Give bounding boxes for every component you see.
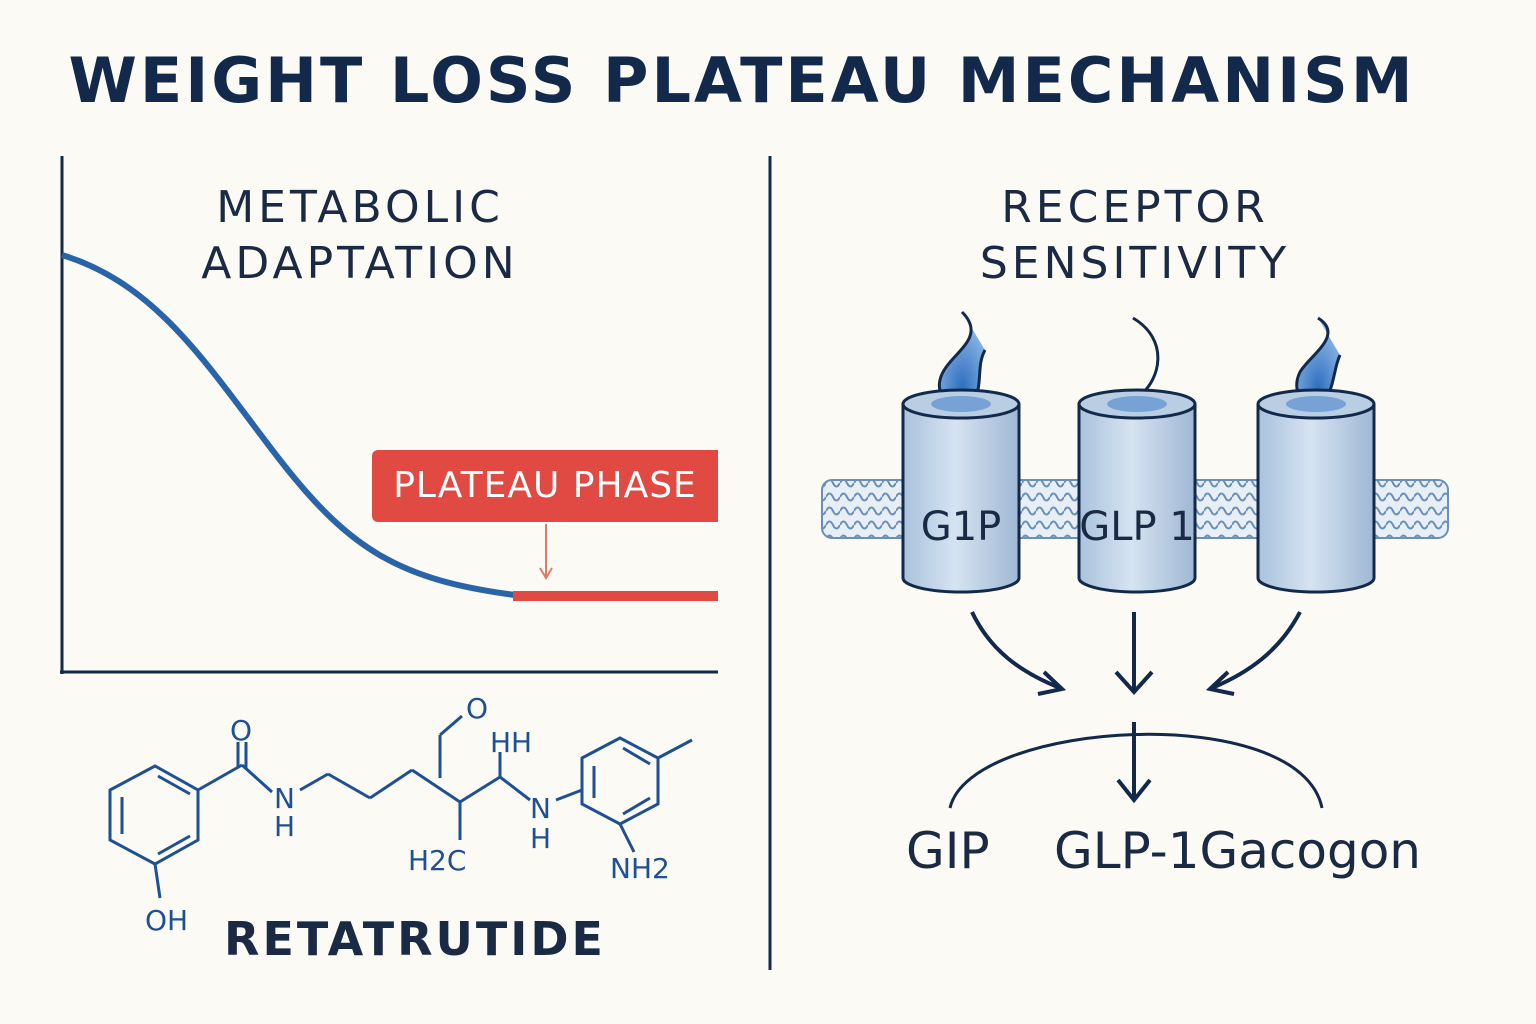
output-gip: GIP <box>906 822 990 880</box>
plateau-phase-label: PLATEAU PHASE <box>372 450 718 522</box>
atom-o-top: O <box>230 714 252 747</box>
right-heading-line2: SENSITIVITY <box>979 238 1291 289</box>
receptor-1 <box>901 310 1021 594</box>
atom-h-left: H <box>274 810 295 843</box>
weight-curve <box>61 252 516 598</box>
arrow-left <box>970 611 1061 690</box>
left-heading-line2: ADAPTATION <box>201 238 519 289</box>
receptor-2-label: GLP 1 <box>1079 504 1195 550</box>
arrow-right <box>1211 611 1302 690</box>
atom-hh: HH <box>490 726 532 759</box>
left-heading-line1: METABOLIC <box>216 182 504 233</box>
left-panel-heading: METABOLIC ADAPTATION <box>150 180 570 292</box>
output-glp-glucagon: GLP-1Gacogon <box>1054 822 1421 880</box>
atom-h2c: H2C <box>408 844 466 877</box>
retatrutide-structure <box>108 714 693 899</box>
atom-o-ring: O <box>466 692 488 725</box>
receptor-2 <box>1077 316 1197 594</box>
atom-oh: OH <box>145 904 188 937</box>
receptor-3 <box>1256 316 1376 594</box>
receptor-1-label: G1P <box>921 504 1002 550</box>
atom-h-right: H <box>530 822 551 855</box>
page-title: WEIGHT LOSS PLATEAU MECHANISM <box>68 44 1416 117</box>
molecule-name: RETATRUTIDE <box>224 912 606 966</box>
atom-n-right: N <box>530 792 551 825</box>
atom-nh2: NH2 <box>610 852 670 885</box>
plateau-pointer-head <box>539 567 553 580</box>
atom-n-left: N <box>274 782 295 815</box>
right-panel-heading: RECEPTOR SENSITIVITY <box>930 180 1340 292</box>
right-heading-line1: RECEPTOR <box>1001 182 1269 233</box>
